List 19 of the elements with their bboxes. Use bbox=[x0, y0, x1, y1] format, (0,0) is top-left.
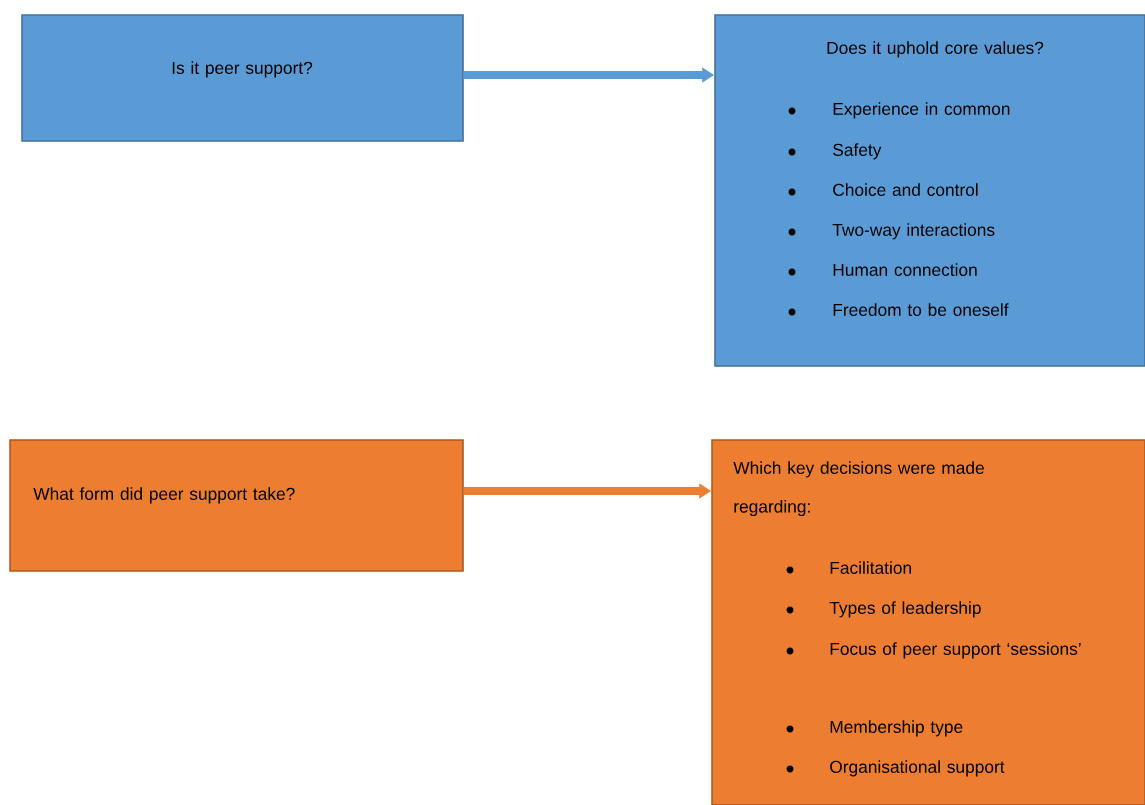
process-box bbox=[711, 439, 1145, 805]
bullet-item: Types of leadership bbox=[786, 601, 981, 618]
heading-text: Is it peer support? bbox=[172, 61, 313, 78]
bullet-item: Experience in common bbox=[788, 102, 1010, 119]
bullet-item: Choice and control bbox=[788, 183, 978, 196]
heading-text: Which key decisions were made regarding: bbox=[733, 461, 984, 517]
process-box bbox=[9, 439, 464, 572]
heading-text: What form did peer support take? bbox=[33, 487, 295, 504]
process-box bbox=[714, 14, 1145, 367]
heading-text: Does it uphold core values? bbox=[827, 41, 1044, 58]
process-box bbox=[21, 14, 464, 142]
bullet-item: Freedom to be oneself bbox=[788, 303, 1009, 316]
bullet-item: Focus of peer support ‘sessions’ bbox=[786, 642, 1081, 659]
bullet-item: Safety bbox=[788, 143, 882, 160]
bullet-item: Human connection bbox=[788, 263, 977, 276]
bullet-item: Organisational support bbox=[786, 760, 1005, 777]
bullet-item: Two-way interactions bbox=[788, 223, 995, 240]
bullet-item: Facilitation bbox=[786, 561, 911, 574]
bullet-item: Membership type bbox=[786, 720, 963, 737]
